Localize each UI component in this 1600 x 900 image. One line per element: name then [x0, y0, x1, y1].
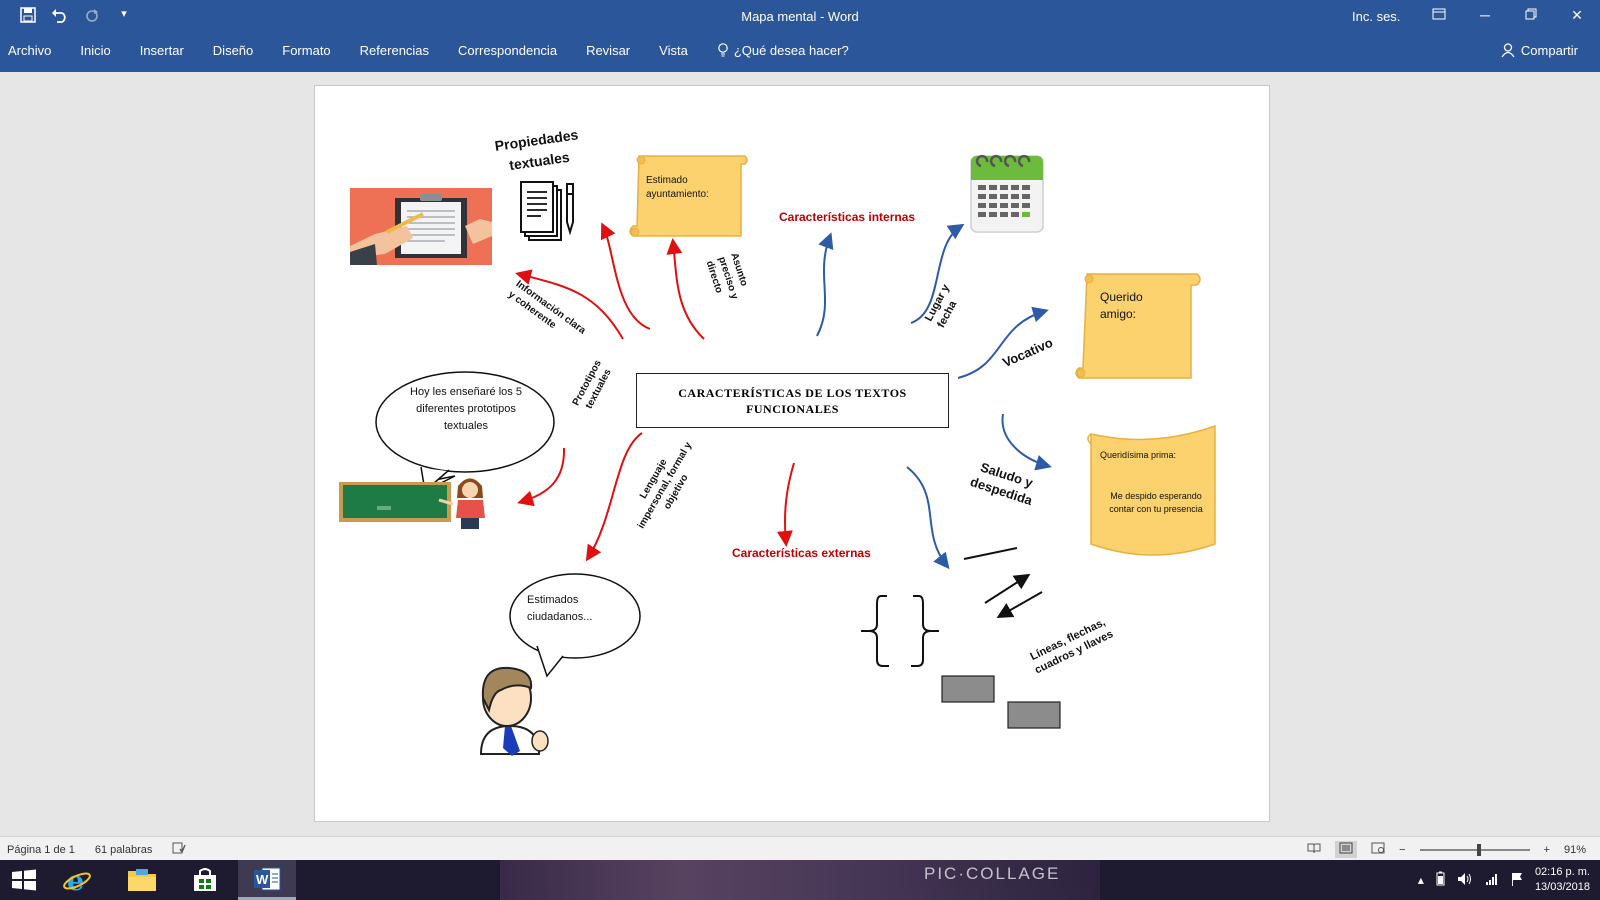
scroll-text-querido: Querido amigo: [1100, 290, 1143, 321]
wallpaper-collage: PIC·COLLAGE [500, 860, 1100, 900]
banner-text-prima-despedida: Me despido esperando contar con tu prese… [1109, 491, 1203, 514]
arrow-externas [776, 462, 795, 547]
volume-icon[interactable] [1457, 872, 1473, 889]
file-explorer-app[interactable] [113, 860, 171, 900]
network-icon[interactable] [1485, 873, 1499, 888]
arrow-vocativo [957, 306, 1049, 379]
clock-date: 13/03/2018 [1534, 881, 1590, 893]
battery-icon[interactable] [1436, 871, 1445, 889]
store-bag-icon [194, 868, 216, 891]
tell-me-label: ¿Qué desea hacer? [733, 43, 849, 58]
share-label: Compartir [1520, 43, 1578, 58]
windows-start-icon[interactable] [8, 868, 40, 892]
bubble-text-citizens: Estimados ciudadanos... [527, 594, 593, 623]
arrow-internas [816, 232, 834, 337]
ribbon-display-options-icon[interactable] [1416, 0, 1462, 32]
central-node[interactable]: CARACTERÍSTICAS DE LOS TEXTOS FUNCIONALE… [636, 373, 949, 428]
save-icon[interactable] [18, 7, 38, 28]
svg-text:W: W [256, 872, 269, 887]
zoom-out-button[interactable]: − [1399, 843, 1406, 856]
arrow-asunto [666, 238, 705, 340]
tab-referencias[interactable]: Referencias [359, 43, 430, 58]
word-count[interactable]: 61 palabras [94, 843, 153, 856]
arrow-informacion [515, 269, 624, 340]
system-tray: ▴ 02:16 p. m. 13/03/2018 [1418, 865, 1590, 895]
tab-revisar[interactable]: Revisar [586, 43, 631, 58]
banner-queridisima-prima [1087, 424, 1216, 556]
internet-explorer-app[interactable]: e [48, 860, 106, 900]
person-icon [1501, 43, 1515, 58]
arrow-prototipos [517, 447, 566, 507]
tab-formato[interactable]: Formato [282, 43, 331, 58]
document-pen-icon [520, 181, 574, 241]
lines-arrows-braces-illustration [861, 547, 1061, 729]
tab-correspondencia[interactable]: Correspondencia [458, 43, 558, 58]
title-bar: ▾ Mapa mental - Word Inc. ses. ─ ✕ [0, 0, 1600, 34]
zoom-slider-thumb[interactable] [1476, 843, 1481, 856]
folder-icon [128, 869, 156, 891]
tab-diseno[interactable]: Diseño [212, 43, 254, 58]
proofing-icon[interactable] [172, 842, 187, 857]
taskbar-clock[interactable]: 02:16 p. m. 13/03/2018 [1535, 865, 1590, 895]
scroll-querido-amigo [1075, 273, 1201, 379]
collage-watermark: PIC·COLLAGE [924, 864, 1061, 883]
zoom-in-button[interactable]: + [1543, 843, 1550, 856]
clock-time: 02:16 p. m. [1534, 866, 1590, 878]
scroll-text-ayuntamiento: Estimado ayuntamiento: [646, 175, 709, 200]
sign-in-link[interactable]: Inc. ses. [1352, 9, 1401, 24]
tell-me-search[interactable]: ¿Qué desea hacer? [717, 43, 878, 58]
man-thumbs-up-illustration [479, 666, 549, 756]
quick-access-toolbar: ▾ [18, 7, 134, 28]
arrow-propiedades [600, 222, 651, 330]
taskbar: PIC·COLLAGE e W ▴ [0, 860, 1600, 900]
teacher-chalkboard-illustration [339, 478, 485, 529]
share-button[interactable]: Compartir [1501, 43, 1578, 58]
restore-icon[interactable] [1508, 0, 1554, 32]
word-icon: W [254, 867, 281, 890]
tab-inicio[interactable]: Inicio [80, 43, 111, 58]
calendar-icon [970, 154, 1044, 233]
tab-archivo[interactable]: Archivo [8, 43, 52, 58]
bubble-text-teacher: Hoy les enseñaré los 5 diferentes protot… [410, 386, 522, 432]
mind-map-canvas [339, 154, 1216, 756]
label-caracteristicas-internas: Características internas [779, 210, 916, 224]
store-app[interactable] [176, 860, 234, 900]
undo-icon[interactable] [50, 7, 70, 28]
clipboard-illustration [350, 188, 492, 265]
arrow-lineas [906, 466, 950, 570]
arrow-saludo [1001, 413, 1052, 471]
lightbulb-icon [718, 43, 728, 57]
show-hidden-icons-icon[interactable]: ▴ [1417, 873, 1424, 887]
minimize-icon[interactable]: ─ [1480, 7, 1490, 23]
redo-icon[interactable] [82, 7, 102, 28]
word-app[interactable]: W [238, 860, 296, 900]
chevron-down-icon[interactable]: ▾ [121, 8, 127, 20]
close-icon[interactable]: ✕ [1571, 7, 1583, 23]
scroll-ayuntamiento [629, 155, 748, 237]
internet-explorer-icon: e [63, 866, 91, 895]
tab-insertar[interactable]: Insertar [139, 43, 184, 58]
speech-bubble-citizens [509, 573, 641, 678]
tab-vista[interactable]: Vista [659, 43, 688, 58]
zoom-slider[interactable] [1419, 843, 1530, 856]
page-count[interactable]: Página 1 de 1 [7, 843, 75, 856]
document-page[interactable]: CARACTERÍSTICAS DE LOS TEXTOS FUNCIONALE… [314, 85, 1270, 822]
flag-icon[interactable] [1511, 872, 1523, 889]
print-layout-icon[interactable] [1335, 841, 1358, 858]
zoom-level[interactable]: 91% [1563, 843, 1586, 856]
arrow-lugar [910, 223, 965, 324]
arrow-lenguaje [585, 432, 643, 562]
label-caracteristicas-externas: Características externas [732, 546, 871, 560]
banner-text-prima-saludo: Queridísima prima: [1100, 450, 1177, 460]
window-controls: ─ ✕ [1416, 0, 1600, 32]
read-mode-icon[interactable] [1307, 842, 1321, 857]
web-layout-icon[interactable] [1371, 842, 1385, 857]
window-title: Mapa mental - Word [741, 9, 859, 24]
status-bar: Página 1 de 1 61 palabras − + 91% [0, 836, 1600, 860]
ribbon-tabs: Archivo Inicio Insertar Diseño Formato R… [8, 43, 907, 58]
ribbon: Archivo Inicio Insertar Diseño Formato R… [0, 34, 1600, 72]
